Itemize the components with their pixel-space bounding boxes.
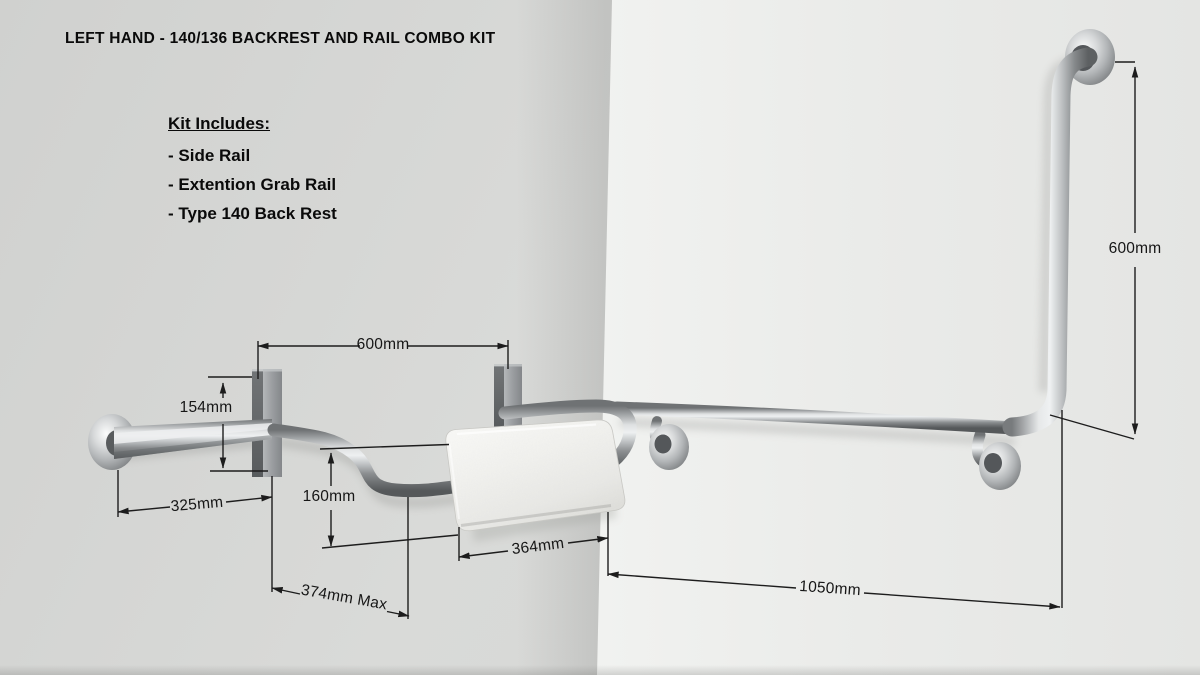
backrest-rail [267,423,467,498]
kit-includes-heading: Kit Includes: [168,114,271,133]
kit-item-side-rail: - Side Rail [168,146,251,165]
dim-label-backrest-drop: 160mm [302,488,356,505]
kit-includes-list: Kit Includes: - Side Rail - Extention Gr… [168,114,337,228]
dim-label-bracket-height: 154mm [179,399,233,416]
side-rail [114,419,272,459]
wall-bracket-1 [649,416,689,470]
dim-label-vertical-rail-rise: 600mm [1108,240,1162,257]
dim-label-bracket-spacing: 600mm [356,336,410,353]
vertical-rail [1002,47,1098,437]
backrest-top-hook [498,399,637,476]
dimension-lines [117,61,1139,619]
extension-rail [610,401,1021,435]
wall-bracket-2 [971,429,1021,490]
kit-item-backrest: - Type 140 Back Rest [168,204,337,223]
page-title: LEFT HAND - 140/136 BACKREST AND RAIL CO… [65,30,496,47]
backrest-pad [445,419,626,532]
kit-item-extension-grab-rail: - Extention Grab Rail [168,175,337,194]
floor-shadow [0,665,1200,675]
